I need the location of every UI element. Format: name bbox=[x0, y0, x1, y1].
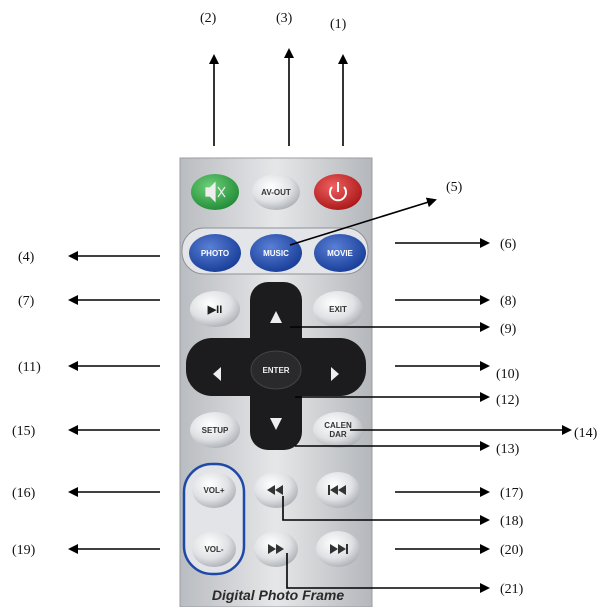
callout-12: (12) bbox=[496, 393, 520, 408]
vol-plus-button[interactable]: VOL+ bbox=[192, 472, 236, 508]
callout-14: (14) bbox=[574, 426, 598, 441]
photo-button[interactable]: PHOTO bbox=[189, 234, 241, 272]
callout-9: (9) bbox=[500, 322, 517, 337]
power-button[interactable] bbox=[314, 174, 362, 210]
enter-button[interactable]: ENTER bbox=[250, 350, 302, 390]
right-arrow-icon bbox=[331, 367, 339, 381]
movie-button[interactable]: MOVIE bbox=[314, 234, 366, 272]
mute-button[interactable] bbox=[191, 174, 239, 210]
callout-11: (11) bbox=[18, 360, 41, 375]
enter-label: ENTER bbox=[262, 366, 289, 375]
setup-button[interactable]: SETUP bbox=[190, 412, 240, 448]
callout-6: (6) bbox=[500, 237, 517, 252]
callout-arrows bbox=[68, 48, 572, 593]
right-button[interactable] bbox=[331, 367, 339, 381]
down-arrow-icon bbox=[270, 418, 282, 430]
music-label: MUSIC bbox=[263, 249, 289, 258]
fast-forward-icon bbox=[268, 544, 284, 554]
next-button[interactable] bbox=[316, 531, 360, 567]
setup-label: SETUP bbox=[202, 426, 229, 435]
callout-10: (10) bbox=[496, 367, 520, 382]
callout-15: (15) bbox=[12, 424, 36, 439]
callout-7: (7) bbox=[18, 294, 35, 309]
callout-2: (2) bbox=[200, 11, 217, 26]
rewind-icon bbox=[267, 485, 283, 495]
vol-minus-button[interactable]: VOL- bbox=[192, 531, 236, 567]
previous-button[interactable] bbox=[316, 472, 360, 508]
callout-17: (17) bbox=[500, 486, 524, 501]
up-button[interactable] bbox=[270, 311, 282, 323]
callout-18: (18) bbox=[500, 514, 524, 529]
movie-label: MOVIE bbox=[327, 249, 353, 258]
callout-5: (5) bbox=[446, 180, 463, 195]
music-button[interactable]: MUSIC bbox=[250, 234, 302, 272]
play-pause-label: ▶II bbox=[207, 304, 223, 316]
rewind-button[interactable] bbox=[254, 472, 298, 508]
callout-19: (19) bbox=[12, 543, 36, 558]
calendar-label-line1: CALEN bbox=[324, 421, 352, 430]
up-arrow-icon bbox=[270, 311, 282, 323]
vol-plus-label: VOL+ bbox=[203, 486, 224, 495]
callout-3: (3) bbox=[276, 11, 293, 26]
callout-4: (4) bbox=[18, 250, 35, 265]
play-pause-button[interactable]: ▶II bbox=[190, 291, 240, 327]
vol-minus-label: VOL- bbox=[204, 545, 223, 554]
callout-16: (16) bbox=[12, 486, 36, 501]
fast-forward-button[interactable] bbox=[254, 531, 298, 567]
av-out-button[interactable]: AV-OUT bbox=[252, 174, 300, 210]
left-button[interactable] bbox=[213, 367, 221, 381]
next-icon bbox=[330, 544, 348, 554]
callout-21: (21) bbox=[500, 582, 524, 597]
power-icon bbox=[329, 182, 347, 202]
callout-8: (8) bbox=[500, 294, 517, 309]
left-arrow-icon bbox=[213, 367, 221, 381]
mute-speaker-icon bbox=[205, 181, 226, 203]
callout-1: (1) bbox=[330, 17, 347, 32]
calendar-button[interactable]: CALEN DAR bbox=[313, 412, 363, 448]
callout-13: (13) bbox=[496, 442, 520, 457]
photo-label: PHOTO bbox=[201, 249, 229, 258]
down-button[interactable] bbox=[270, 418, 282, 430]
exit-label: EXIT bbox=[329, 305, 347, 314]
exit-button[interactable]: EXIT bbox=[313, 291, 363, 327]
av-out-label: AV-OUT bbox=[261, 188, 291, 197]
callout-20: (20) bbox=[500, 543, 524, 558]
previous-icon bbox=[328, 485, 346, 495]
calendar-label-line2: DAR bbox=[329, 430, 347, 439]
remote-footer-label: Digital Photo Frame bbox=[212, 587, 344, 603]
